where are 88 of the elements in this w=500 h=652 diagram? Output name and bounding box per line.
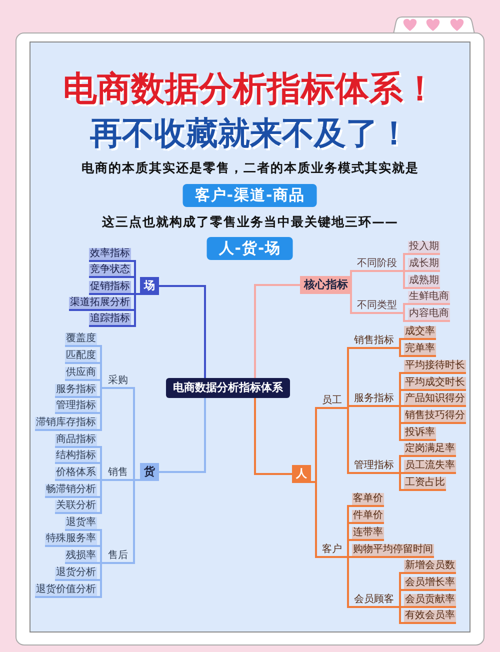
topic-label: 退货率 [65,517,97,531]
connector-line [396,455,404,474]
connector-line [396,389,404,407]
subtopic-label: 销售指标 [352,335,396,349]
subtopic-label: 采购 [106,375,130,389]
keyword-tag: 人-货-场 [206,237,294,260]
branch-box: 人 [292,465,311,483]
topic-label: 完单率 [404,343,436,357]
connector-line [254,284,300,378]
subtopic-label: 售后 [106,550,130,564]
topic-label: 员工流失率 [404,460,456,474]
connector-line [159,285,206,378]
topic-label: 滞销库存指标 [35,417,97,431]
subtopic-label: 客户 [320,544,344,558]
connector-line [399,312,408,322]
subtopic-label: 会员顾客 [352,594,396,608]
topic-label: 连带率 [352,527,384,541]
intro-text: 电商的本质其实还是零售，二者的本质业务模式其实就是 [81,160,419,177]
connector-line [97,387,106,431]
topic-label: 会员贡献率 [404,594,456,608]
subtopic-label: 不同阶段 [355,258,399,272]
connector-line [254,398,292,475]
topic-label: 渠道拓展分析 [69,297,131,311]
topic-label: 会员增长率 [404,577,456,591]
topic-label: 产品知识得分 [404,393,466,407]
topic-label: 投诉率 [404,427,436,441]
intro-text: 这三点也就构成了零售业务当中最关键地三环—— [102,214,398,231]
topic-label: 覆盖度 [65,333,97,347]
topic-label: 新增会员数 [404,560,456,574]
topic-label: 特殊服务率 [45,533,97,547]
branch-box: 场 [140,277,159,295]
topic-label: 工资占比 [404,477,446,491]
topic-label: 投入期 [408,241,440,255]
connector-line [396,347,404,357]
topic-label: 销售技巧得分 [404,410,466,424]
connector-line [350,292,355,314]
topic-label: 内容电商 [408,308,450,322]
topic-label: 效率指标 [89,248,131,262]
topic-label: 客单价 [352,493,384,507]
topic-label: 商品指标 [55,434,97,448]
topic-label: 件单价 [352,510,384,524]
topic-label: 管理指标 [55,400,97,414]
topic-label: 平均接待时长 [404,360,466,374]
topic-label: 定岗满足率 [404,443,456,457]
topic-label: 服务指标 [55,384,97,398]
central-topic-box: 电商数据分析指标体系 [166,378,290,398]
connector-line [130,479,140,564]
connector-line [97,562,106,598]
topic-label: 成交率 [404,326,436,340]
topic-label: 成长期 [408,258,440,272]
topic-label: 平均成交时长 [404,377,466,391]
branch-box: 核心指标 [300,276,352,294]
topic-label: 退货分析 [55,567,97,581]
subtopic-label: 员工 [320,395,344,409]
subtopic-label: 服务指标 [352,393,396,407]
topic-label: 价格体系 [55,467,97,481]
connector-line [396,589,404,608]
topic-label: 竞争状态 [89,264,131,278]
branch-box: 货 [140,463,159,481]
topic-label: 结构指标 [55,450,97,464]
topic-label: 关联分析 [55,500,97,514]
connector-line [311,481,320,558]
topic-label: 促销指标 [89,281,131,295]
topic-label: 追踪指标 [89,313,131,327]
topic-label: 供应商 [65,367,97,381]
topic-label: 生鲜电商 [408,291,450,305]
subtopic-label: 管理指标 [352,460,396,474]
topic-label: 购物平均停留时间 [352,544,434,558]
subtopic-label: 不同类型 [355,300,399,314]
topic-label: 残损率 [65,550,97,564]
subtitle-heading: 再不收藏就来不及了！ [90,113,410,154]
connector-line [159,398,206,473]
connector-line [399,270,408,289]
topic-label: 有效会员率 [404,610,456,624]
subtopic-label: 销售 [106,467,130,481]
topic-label: 退货价值分析 [35,584,97,598]
topic-label: 匹配度 [65,350,97,364]
connector-line [396,472,404,491]
topic-label: 畅滞销分析 [45,484,97,498]
connector-line [344,407,352,474]
connector-line [344,556,352,608]
topic-label: 成熟期 [408,275,440,289]
keyword-tag: 客户-渠道-商品 [182,184,318,207]
title-heading: 电商数据分析指标体系！ [63,68,437,111]
connector-line [396,405,404,441]
connector-line [344,539,352,558]
connector-line [396,338,404,349]
connector-line [396,606,404,624]
